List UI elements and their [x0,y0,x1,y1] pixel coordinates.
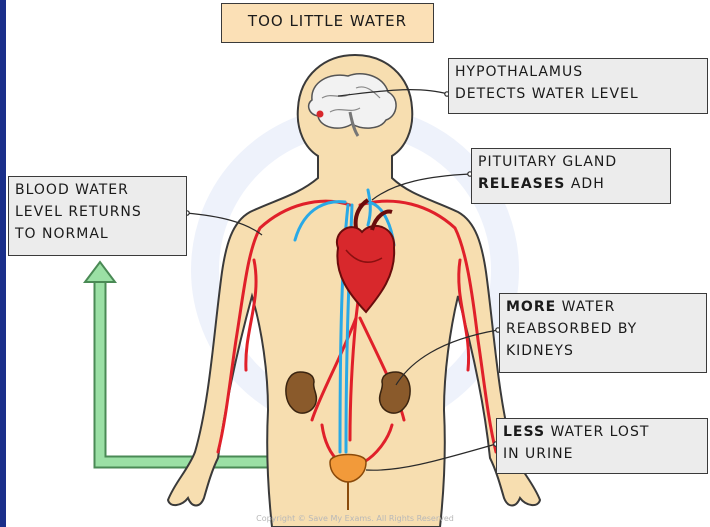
kidneys-label: MORE WATER REABSORBED BY KIDNEYS [499,293,707,373]
urine-bold-word: LESS [503,424,545,440]
urine-line-2: IN URINE [503,443,701,465]
hypothalamus-line-2: DETECTS WATER LEVEL [455,83,701,105]
hypothalamus-line-1: HYPOTHALAMUS [455,61,701,83]
pituitary-bold-word: RELEASES [478,176,565,192]
kidneys-line-3: KIDNEYS [506,340,700,362]
right-kidney [380,372,411,413]
urine-rest: WATER LOST [545,424,649,440]
title-text: TOO LITTLE WATER [248,12,407,30]
kidneys-line-1: MORE WATER [506,296,700,318]
copyright-text: Copyright © Save My Exams. All Rights Re… [0,514,710,523]
title-box: TOO LITTLE WATER [221,3,434,43]
kidneys-bold-word: MORE [506,299,556,315]
pituitary-label: PITUITARY GLAND RELEASES ADH [471,148,671,204]
kidneys-line-2: REABSORBED BY [506,318,700,340]
urine-line-1: LESS WATER LOST [503,421,701,443]
pituitary-line-2: RELEASES ADH [478,173,664,195]
left-kidney [286,372,317,413]
blood-line-2: LEVEL RETURNS [15,201,180,223]
hypothalamus-label: HYPOTHALAMUS DETECTS WATER LEVEL [448,58,708,114]
urine-label: LESS WATER LOST IN URINE [496,418,708,474]
pituitary-line-1: PITUITARY GLAND [478,151,664,173]
kidneys-rest: WATER [556,299,615,315]
hypothalamus-dot [317,111,324,118]
blood-line-3: TO NORMAL [15,223,180,245]
blood-water-label: BLOOD WATER LEVEL RETURNS TO NORMAL [8,176,187,256]
pituitary-rest: ADH [565,176,604,192]
blood-line-1: BLOOD WATER [15,179,180,201]
